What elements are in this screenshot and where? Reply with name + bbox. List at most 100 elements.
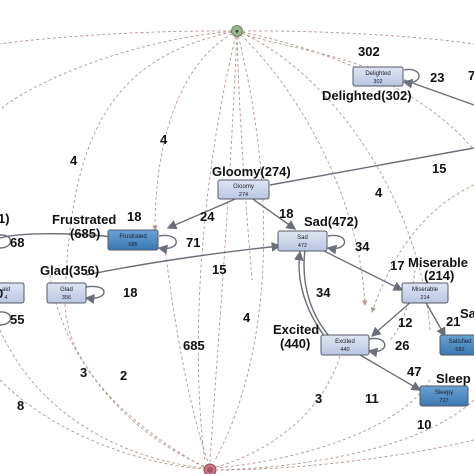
edge-label: 8 — [17, 398, 24, 413]
edge-label: 23 — [430, 70, 444, 85]
node-box — [352, 66, 404, 87]
dashed-edge — [236, 30, 474, 45]
node-box — [277, 230, 328, 252]
node-box — [320, 334, 370, 356]
activity-nodes: Delighted302Gloomy274Frustrated685Sad472… — [0, 66, 474, 407]
node-count: 727 — [439, 398, 448, 404]
self-loop-glad — [84, 285, 105, 304]
edge-gloomy-sad — [249, 196, 297, 230]
edge-label: 47 — [407, 364, 421, 379]
edge-glad-sad — [85, 241, 282, 276]
node-count: 302 — [373, 79, 382, 85]
dashed-edge — [389, 269, 416, 341]
edge-label: 4 — [375, 185, 383, 200]
node-box — [107, 229, 159, 251]
dashed-edge — [0, 30, 238, 111]
edge-label: 24 — [200, 209, 215, 224]
edge-labels: 302 23 7 4 4 15 4 24 18 18 71 68 34 15 1… — [10, 44, 474, 432]
edge-sad-miserable — [319, 248, 404, 291]
play-icon: ▼ — [234, 30, 240, 36]
node-name: Sad — [297, 235, 308, 241]
dashed-edge — [64, 30, 238, 469]
edge-gloomy-frustrated — [166, 196, 241, 230]
node-name: Frustrated — [119, 234, 146, 240]
title-miserable-2: (214) — [424, 268, 454, 283]
title-excited-1: Excited — [273, 322, 319, 337]
edge-label: 10 — [417, 417, 431, 432]
title-miserable-1: Miserable — [408, 255, 468, 270]
edge-label: 68 — [10, 235, 24, 250]
edge-label: 55 — [10, 312, 24, 327]
dashed-edge — [0, 329, 205, 469]
edge-label: 18 — [127, 209, 141, 224]
edge-sad-excited — [303, 249, 331, 338]
title-satisfied: Sa — [460, 306, 474, 321]
edge-label: 26 — [395, 338, 409, 353]
edge-miserable-satisfied — [424, 300, 446, 338]
node-box — [217, 179, 270, 200]
dashed-edge — [236, 30, 253, 281]
activity-node-delighted[interactable]: Delighted 302 — [352, 66, 404, 87]
dashed-edge — [236, 30, 368, 306]
edge-gloomy-right — [269, 147, 474, 186]
edge-label: 21 — [446, 314, 460, 329]
node-name: Glad — [60, 287, 73, 293]
edge-label: 4 — [243, 310, 251, 325]
dashed-edge — [197, 30, 238, 463]
title-glad: Glad(356) — [40, 263, 99, 278]
dashed-edge — [0, 30, 238, 45]
node-title-labels: Delighted(302) Gloomy(274) Frustrated (6… — [0, 88, 474, 386]
end-node[interactable] — [203, 463, 217, 474]
self-loop-left-2 — [0, 311, 12, 326]
edge-label: 71 — [186, 235, 200, 250]
partial-label-1: 1) — [0, 211, 10, 226]
node-box — [419, 385, 469, 407]
edge-label: 4 — [70, 153, 78, 168]
node-box — [46, 282, 87, 304]
edge-label: 34 — [355, 239, 370, 254]
start-node[interactable]: ▼ — [231, 25, 243, 37]
self-loop-frustrated — [157, 234, 177, 255]
self-loop-sad — [326, 234, 345, 255]
partial-label-2: 0 — [0, 286, 3, 301]
dashed-edge — [236, 30, 371, 71]
dashed-edge — [49, 274, 205, 467]
title-frustrated-1: Frustrated — [52, 212, 116, 227]
node-count: 440 — [340, 347, 349, 353]
activity-node-satisfied[interactable]: Satisfied 682 — [439, 334, 474, 356]
dashed-edge — [213, 30, 265, 463]
dashed-edge — [370, 184, 474, 313]
node-name: Satisfied — [448, 339, 471, 345]
node-count: 682 — [455, 347, 464, 353]
edge-label: 12 — [398, 315, 412, 330]
dashed-edge — [216, 379, 431, 469]
edge-label: 3 — [315, 391, 322, 406]
title-excited-2: (440) — [280, 336, 310, 351]
self-loop-left — [0, 234, 12, 249]
title-gloomy: Gloomy(274) — [212, 164, 291, 179]
dashed-edge — [164, 247, 209, 463]
node-box — [439, 334, 474, 356]
edge-label: 17 — [390, 258, 404, 273]
edge-label: 7 — [468, 68, 474, 83]
edge-label: 685 — [183, 338, 205, 353]
edge-label: 15 — [212, 262, 226, 277]
node-box — [0, 282, 25, 304]
dashed-edge — [216, 399, 474, 471]
node-name: Delighted — [365, 71, 390, 77]
title-delighted: Delighted(302) — [322, 88, 412, 103]
node-count: 274 — [239, 192, 248, 198]
edge-label: 11 — [365, 391, 379, 406]
edge-excited-sad — [293, 250, 326, 338]
title-frustrated-2: (685) — [70, 226, 100, 241]
edge-label: 4 — [160, 132, 168, 147]
dashed-edge — [216, 439, 474, 471]
